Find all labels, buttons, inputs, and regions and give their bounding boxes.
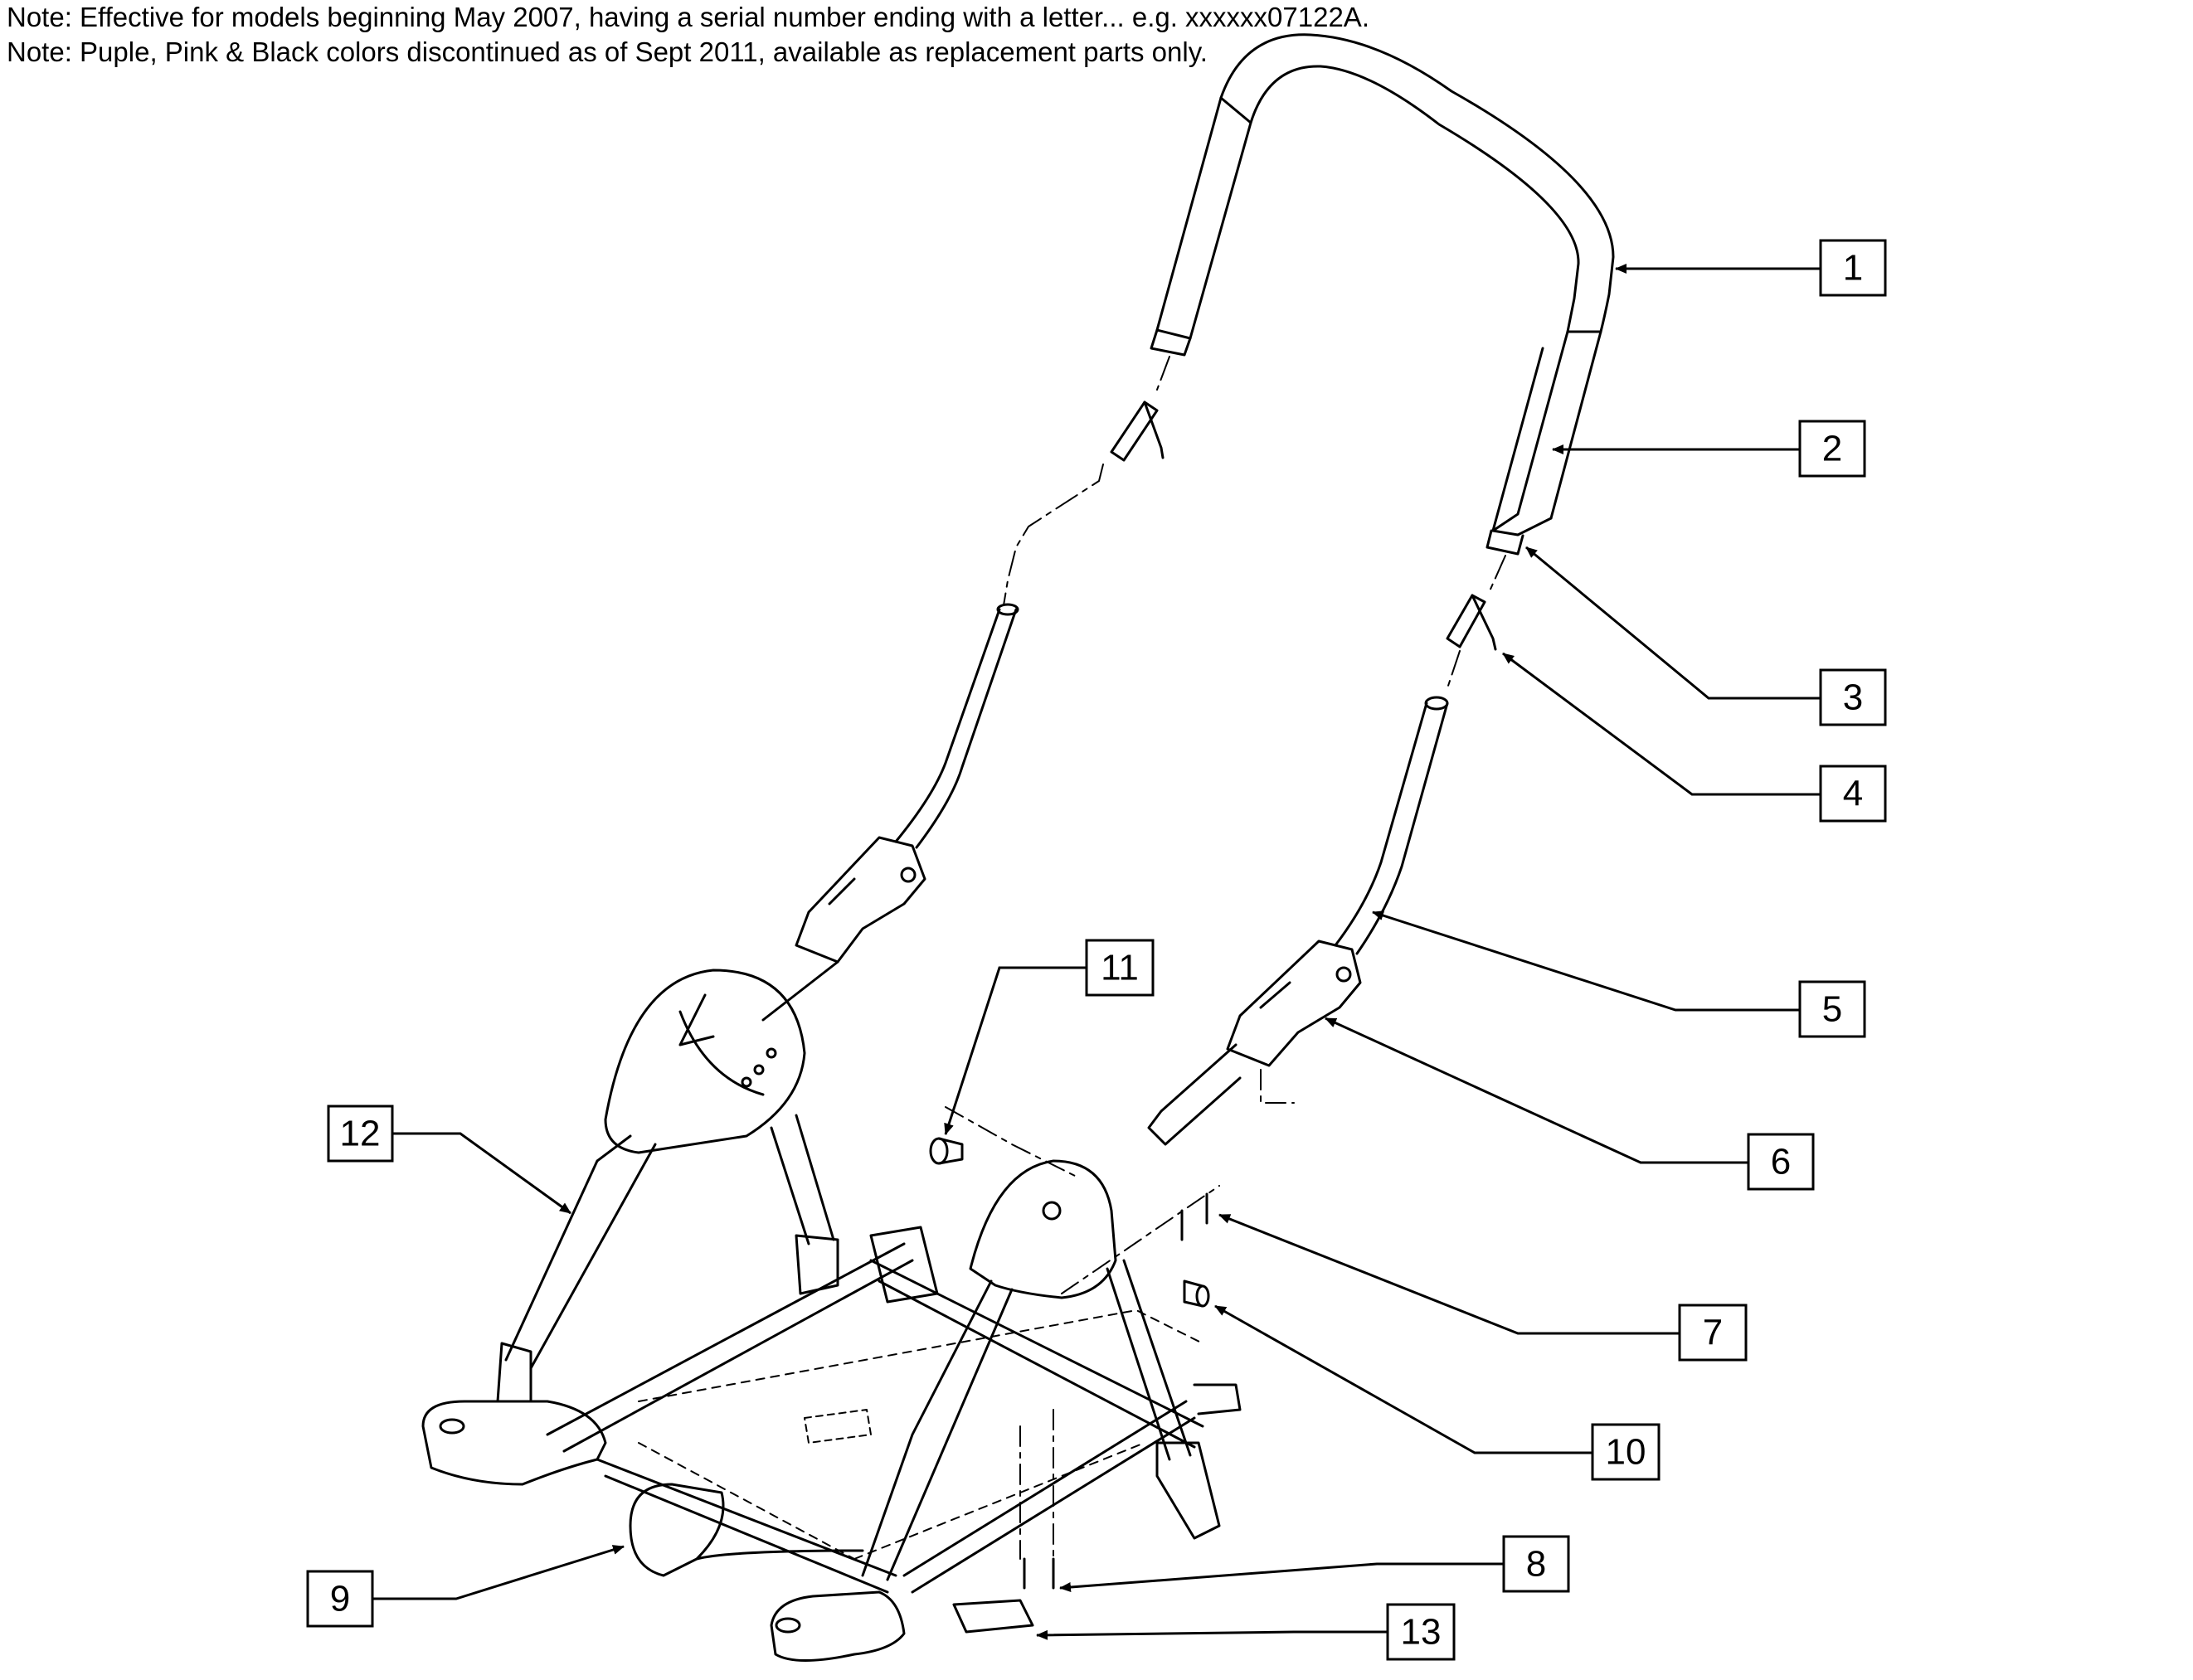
callout-11: 11 bbox=[944, 939, 1155, 1135]
callout-1: 1 bbox=[1615, 239, 1887, 297]
screw bbox=[1183, 1279, 1210, 1308]
knob bbox=[929, 1137, 964, 1165]
rocker-pad bbox=[629, 1483, 864, 1577]
callout-11-label: 11 bbox=[1101, 948, 1139, 988]
spring-clip-left bbox=[1110, 401, 1165, 462]
callout-4-label: 4 bbox=[1843, 774, 1863, 814]
callout-13-label: 13 bbox=[1401, 1612, 1442, 1653]
callout-5-label: 5 bbox=[1822, 989, 1842, 1030]
end-cap-right bbox=[1486, 529, 1524, 556]
callout-6: 6 bbox=[1325, 1017, 1815, 1191]
base-foot-right bbox=[770, 1590, 906, 1662]
end-cap-block bbox=[952, 1599, 1034, 1634]
callout-6-label: 6 bbox=[1771, 1142, 1791, 1182]
callout-8-label: 8 bbox=[1526, 1544, 1546, 1585]
callout-3-label: 3 bbox=[1843, 677, 1863, 718]
callout-10: 10 bbox=[1214, 1304, 1661, 1481]
callout-9-label: 9 bbox=[330, 1579, 350, 1619]
callout-7-label: 7 bbox=[1703, 1313, 1723, 1353]
side-frame-left bbox=[496, 969, 839, 1403]
notes: Note: Effective for models beginning May… bbox=[7, 0, 1369, 70]
side-frame-right bbox=[861, 1159, 1221, 1581]
callout-2: 2 bbox=[1552, 420, 1866, 478]
spring-clip-right bbox=[1446, 594, 1497, 651]
callout-4: 4 bbox=[1502, 652, 1887, 823]
callout-12: 12 bbox=[327, 1105, 571, 1215]
tube-lock-left bbox=[795, 836, 926, 964]
note-effective-models: Note: Effective for models beginning May… bbox=[7, 2, 1369, 32]
tube-lock-right bbox=[1226, 940, 1362, 1067]
callout-3: 3 bbox=[1525, 546, 1887, 726]
callout-10-label: 10 bbox=[1606, 1432, 1646, 1473]
callout-1-label: 1 bbox=[1843, 248, 1863, 289]
handle-grip bbox=[1491, 330, 1602, 537]
callout-12-label: 12 bbox=[340, 1114, 381, 1154]
bolt-pair-lower bbox=[1023, 1557, 1055, 1590]
note-colors-discontinued: Note: Puple, Pink & Black colors discont… bbox=[7, 36, 1208, 67]
lower-tube-right bbox=[1334, 696, 1449, 955]
lower-tube-left bbox=[894, 603, 1019, 849]
callout-7: 7 bbox=[1218, 1213, 1748, 1362]
callout-2-label: 2 bbox=[1822, 429, 1842, 469]
slider-tube bbox=[1147, 1043, 1242, 1146]
callouts: 1 2 3 4 5 6 bbox=[306, 239, 1887, 1661]
callout-13: 13 bbox=[1036, 1603, 1456, 1661]
part-drawing bbox=[421, 33, 1615, 1662]
push-handle bbox=[1155, 33, 1615, 340]
callout-5: 5 bbox=[1372, 910, 1866, 1038]
callout-9: 9 bbox=[306, 1545, 625, 1628]
callout-8: 8 bbox=[1059, 1535, 1570, 1593]
bolt-pair-upper bbox=[1180, 1192, 1208, 1241]
